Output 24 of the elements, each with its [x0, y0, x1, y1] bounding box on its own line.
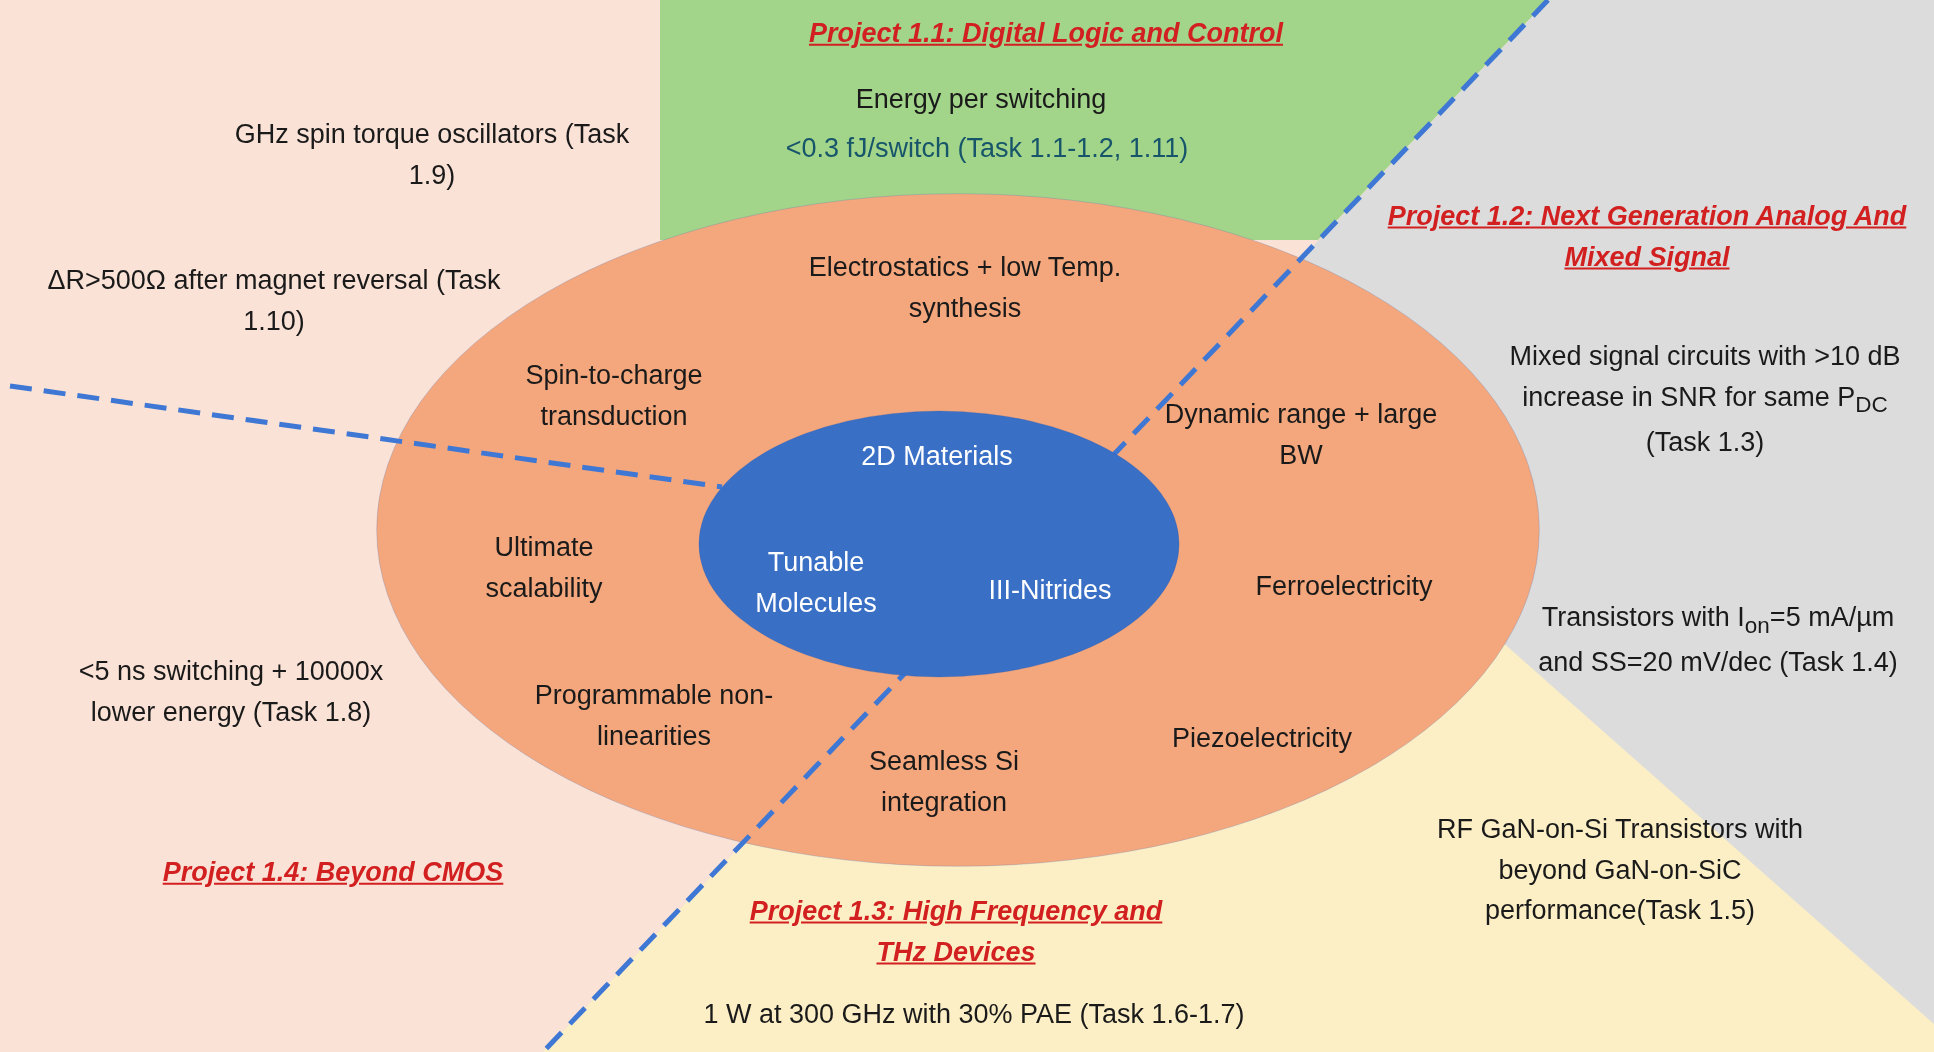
- goal-text: <0.3 fJ/switch (Task 1.1-1.2, 1.11): [784, 131, 1190, 165]
- ellipse-text: Ferroelectricity: [1254, 569, 1434, 603]
- ellipse-text: Tunable Molecules: [754, 545, 878, 619]
- ellipse-text: Piezoelectricity: [1170, 721, 1354, 755]
- ellipse-text: Spin-to-charge transduction: [524, 358, 704, 432]
- goal-text: GHz spin torque oscillators (Task 1.9): [233, 117, 631, 192]
- ellipse-text: Seamless Si integration: [867, 744, 1021, 819]
- goal-text: Energy per switching: [854, 82, 1108, 116]
- project-title: Project 1.1: Digital Logic and Control: [807, 16, 1285, 50]
- goal-text: 1 W at 300 GHz with 30% PAE (Task 1.6-1.7): [702, 997, 1246, 1031]
- ellipse-text: 2D Materials: [860, 439, 1014, 473]
- goal-text: RF GaN-on-Si Transistors with beyond GaN-on-SiC performance(Task 1.5): [1435, 813, 1805, 928]
- goal-text: ΔR>500Ω after magnet reversal (Task 1.10): [46, 263, 502, 338]
- goal-text: Transistors with I$_{on}$=5 mA/µm and SS=20 mV/dec (Task 1.4): [1537, 601, 1899, 680]
- goal-text: <5 ns switching + 10000x lower energy (Task 1.8): [77, 654, 385, 729]
- ellipse-text: Electrostatics + low Temp. synthesis: [807, 250, 1123, 325]
- project-title: Project 1.4: Beyond CMOS: [161, 855, 505, 889]
- ellipse-text: Dynamic range + large BW: [1163, 397, 1439, 471]
- ellipse-text: Programmable non-linearities: [533, 678, 775, 752]
- ellipse-text: III-Nitrides: [987, 573, 1113, 607]
- project-title: Project 1.2: Next Generation Analog And Mixed Signal: [1386, 199, 1908, 274]
- goal-text: Mixed signal circuits with >10 dB increase in SNR for same P$_{DC}$ (Task 1.3): [1508, 339, 1902, 459]
- ellipse-text: Ultimate scalability: [484, 530, 604, 605]
- project-title: Project 1.3: High Frequency and THz Devices: [748, 894, 1164, 968]
